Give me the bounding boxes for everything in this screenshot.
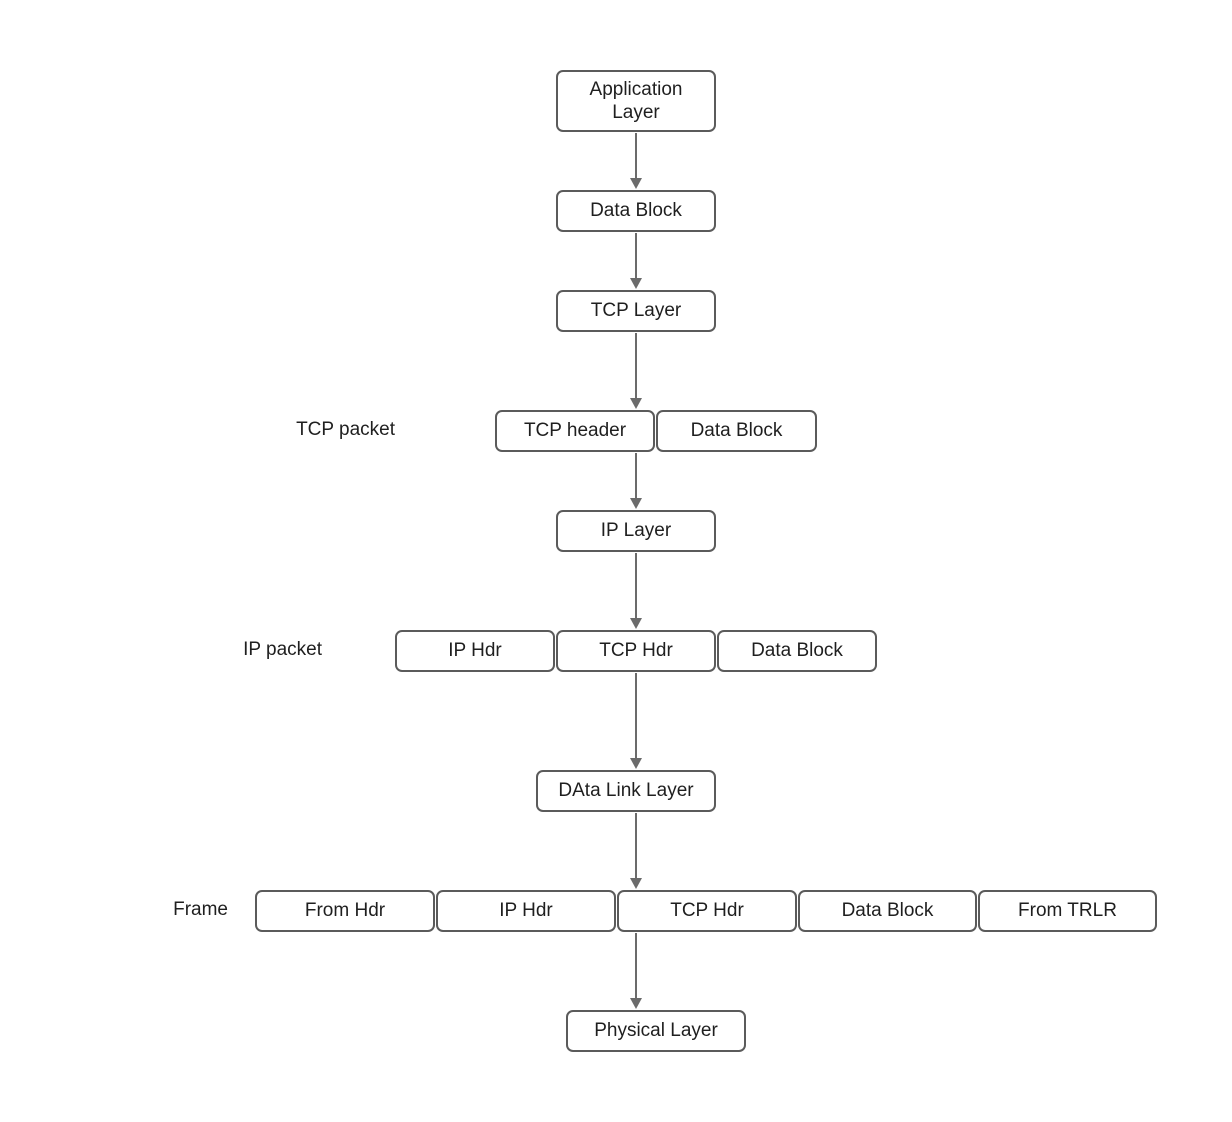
arrow-head bbox=[630, 498, 642, 509]
arrow-tcp-layer-to-tcp-packet bbox=[628, 333, 644, 409]
segment-tcp-header[interactable]: TCP header bbox=[495, 410, 655, 452]
segment-ip-hdr[interactable]: IP Hdr bbox=[395, 630, 555, 672]
arrow-shaft bbox=[635, 553, 637, 619]
node-data-block-top[interactable]: Data Block bbox=[556, 190, 716, 232]
arrow-shaft bbox=[635, 133, 637, 179]
segment-ip-tcp-hdr[interactable]: TCP Hdr bbox=[556, 630, 716, 672]
arrow-shaft bbox=[635, 453, 637, 499]
arrow-head bbox=[630, 278, 642, 289]
arrow-head bbox=[630, 618, 642, 629]
row-label-frame: Frame bbox=[173, 899, 228, 920]
node-data-link-layer[interactable]: DAta Link Layer bbox=[536, 770, 716, 812]
row-label-ip-packet: IP packet bbox=[243, 639, 322, 660]
segment-frame-data-block[interactable]: Data Block bbox=[798, 890, 977, 932]
segment-frame-from-trlr[interactable]: From TRLR bbox=[978, 890, 1157, 932]
arrow-shaft bbox=[635, 673, 637, 759]
row-label-tcp-packet: TCP packet bbox=[296, 419, 395, 440]
arrow-head bbox=[630, 878, 642, 889]
segment-frame-tcp-hdr[interactable]: TCP Hdr bbox=[617, 890, 797, 932]
arrow-shaft bbox=[635, 333, 637, 399]
arrow-application-to-data-block bbox=[628, 133, 644, 189]
arrow-ip-layer-to-ip-packet bbox=[628, 553, 644, 629]
arrow-head bbox=[630, 758, 642, 769]
arrow-shaft bbox=[635, 813, 637, 879]
arrow-head bbox=[630, 998, 642, 1009]
arrow-head bbox=[630, 178, 642, 189]
node-tcp-layer[interactable]: TCP Layer bbox=[556, 290, 716, 332]
arrow-shaft bbox=[635, 233, 637, 279]
segment-ip-data-block[interactable]: Data Block bbox=[717, 630, 877, 672]
arrow-tcp-packet-to-ip-layer bbox=[628, 453, 644, 509]
arrow-head bbox=[630, 398, 642, 409]
arrow-shaft bbox=[635, 933, 637, 999]
node-ip-layer[interactable]: IP Layer bbox=[556, 510, 716, 552]
arrow-data-link-to-frame bbox=[628, 813, 644, 889]
arrow-frame-to-physical-layer bbox=[628, 933, 644, 1009]
arrow-data-block-to-tcp-layer bbox=[628, 233, 644, 289]
segment-frame-from-hdr[interactable]: From Hdr bbox=[255, 890, 435, 932]
arrow-ip-packet-to-data-link bbox=[628, 673, 644, 769]
segment-tcp-data-block[interactable]: Data Block bbox=[656, 410, 817, 452]
segment-frame-ip-hdr[interactable]: IP Hdr bbox=[436, 890, 616, 932]
node-physical-layer[interactable]: Physical Layer bbox=[566, 1010, 746, 1052]
node-application-layer[interactable]: Application Layer bbox=[556, 70, 716, 132]
